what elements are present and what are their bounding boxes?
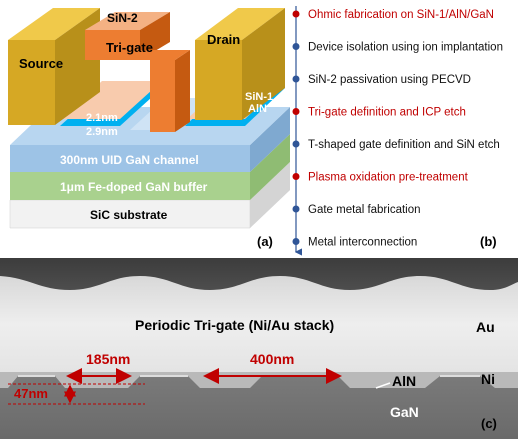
width-label: 185nm bbox=[86, 351, 130, 367]
ni-label: Ni bbox=[481, 371, 495, 387]
gate-stem-side bbox=[175, 50, 190, 132]
process-step-7: Gate metal fabrication bbox=[308, 204, 421, 216]
sin1-label: SiN-1 bbox=[245, 91, 273, 103]
substrate-label: SiC substrate bbox=[90, 208, 168, 222]
process-step-dot bbox=[292, 205, 300, 213]
gan-layer bbox=[0, 376, 518, 439]
buffer-right bbox=[250, 134, 290, 200]
au-label: Au bbox=[476, 319, 495, 335]
sem-title: Periodic Tri-gate (Ni/Au stack) bbox=[135, 317, 334, 333]
depth-label: 47nm bbox=[14, 386, 48, 401]
panel-c-sem: Periodic Tri-gate (Ni/Au stack) Au Ni Al… bbox=[0, 258, 518, 439]
process-step-dot bbox=[292, 140, 300, 148]
panel-b-label: (b) bbox=[480, 234, 497, 249]
panel-b-process-flow: Ohmic fabrication on SiN-1/AlN/GaN Device… bbox=[292, 6, 503, 256]
gan-label: GaN bbox=[390, 404, 419, 420]
drain-front bbox=[195, 40, 242, 120]
process-steps: Ohmic fabrication on SiN-1/AlN/GaN Device… bbox=[292, 9, 503, 249]
process-step-dot bbox=[292, 10, 300, 18]
process-step-1: Ohmic fabrication on SiN-1/AlN/GaN bbox=[308, 9, 494, 21]
process-step-5: T-shaped gate definition and SiN etch bbox=[308, 139, 500, 151]
process-step-dot bbox=[292, 238, 300, 245]
process-step-6: Plasma oxidation pre-treatment bbox=[308, 172, 469, 184]
substrate-right bbox=[250, 162, 290, 228]
pitch-label: 400nm bbox=[250, 351, 294, 367]
buffer-label: 1μm Fe-doped GaN buffer bbox=[60, 180, 208, 194]
buffer-layer bbox=[10, 172, 250, 200]
drain-side bbox=[242, 8, 285, 120]
process-step-dot bbox=[292, 173, 300, 180]
process-step-2: Device isolation using ion implantation bbox=[308, 42, 503, 54]
tri-gate-label: Tri-gate bbox=[106, 40, 153, 55]
process-step-dot bbox=[292, 75, 300, 83]
aln-sem-label: AlN bbox=[392, 373, 416, 389]
gate-neck bbox=[140, 50, 190, 60]
gate-side bbox=[140, 12, 170, 60]
drain-label: Drain bbox=[207, 32, 240, 47]
panel-a-label: (a) bbox=[257, 234, 273, 249]
gate-stem bbox=[150, 60, 175, 132]
source-top bbox=[8, 8, 100, 40]
thickness-outer-label: 2.1nm bbox=[86, 112, 118, 124]
process-step-dot bbox=[292, 108, 300, 115]
source-label: Source bbox=[19, 56, 63, 71]
channel-label: 300nm UID GaN channel bbox=[60, 153, 199, 167]
sin1-strip-left bbox=[60, 81, 162, 119]
channel-layer bbox=[10, 145, 250, 172]
channel-right bbox=[250, 107, 290, 172]
process-step-dot bbox=[292, 43, 300, 50]
drain-top bbox=[195, 8, 285, 40]
gate-top bbox=[85, 12, 170, 30]
sin2-label: SiN-2 bbox=[107, 11, 138, 25]
process-step-8: Metal interconnection bbox=[308, 237, 417, 249]
au-layer bbox=[0, 276, 518, 372]
aln-pointer bbox=[375, 382, 391, 389]
process-step-4: Tri-gate definition and ICP etch bbox=[308, 107, 466, 119]
gate-front bbox=[85, 30, 140, 60]
process-step-3: SiN-2 passivation using PECVD bbox=[308, 74, 471, 86]
panel-c-label: (c) bbox=[481, 416, 497, 431]
panel-a-schematic: Source Tri-gate Drain SiN-2 SiN-1 AlN 2.… bbox=[8, 8, 290, 249]
thickness-inner-label: 2.9nm bbox=[86, 126, 118, 138]
aln-label: AlN bbox=[248, 103, 267, 115]
source-front bbox=[8, 40, 55, 125]
